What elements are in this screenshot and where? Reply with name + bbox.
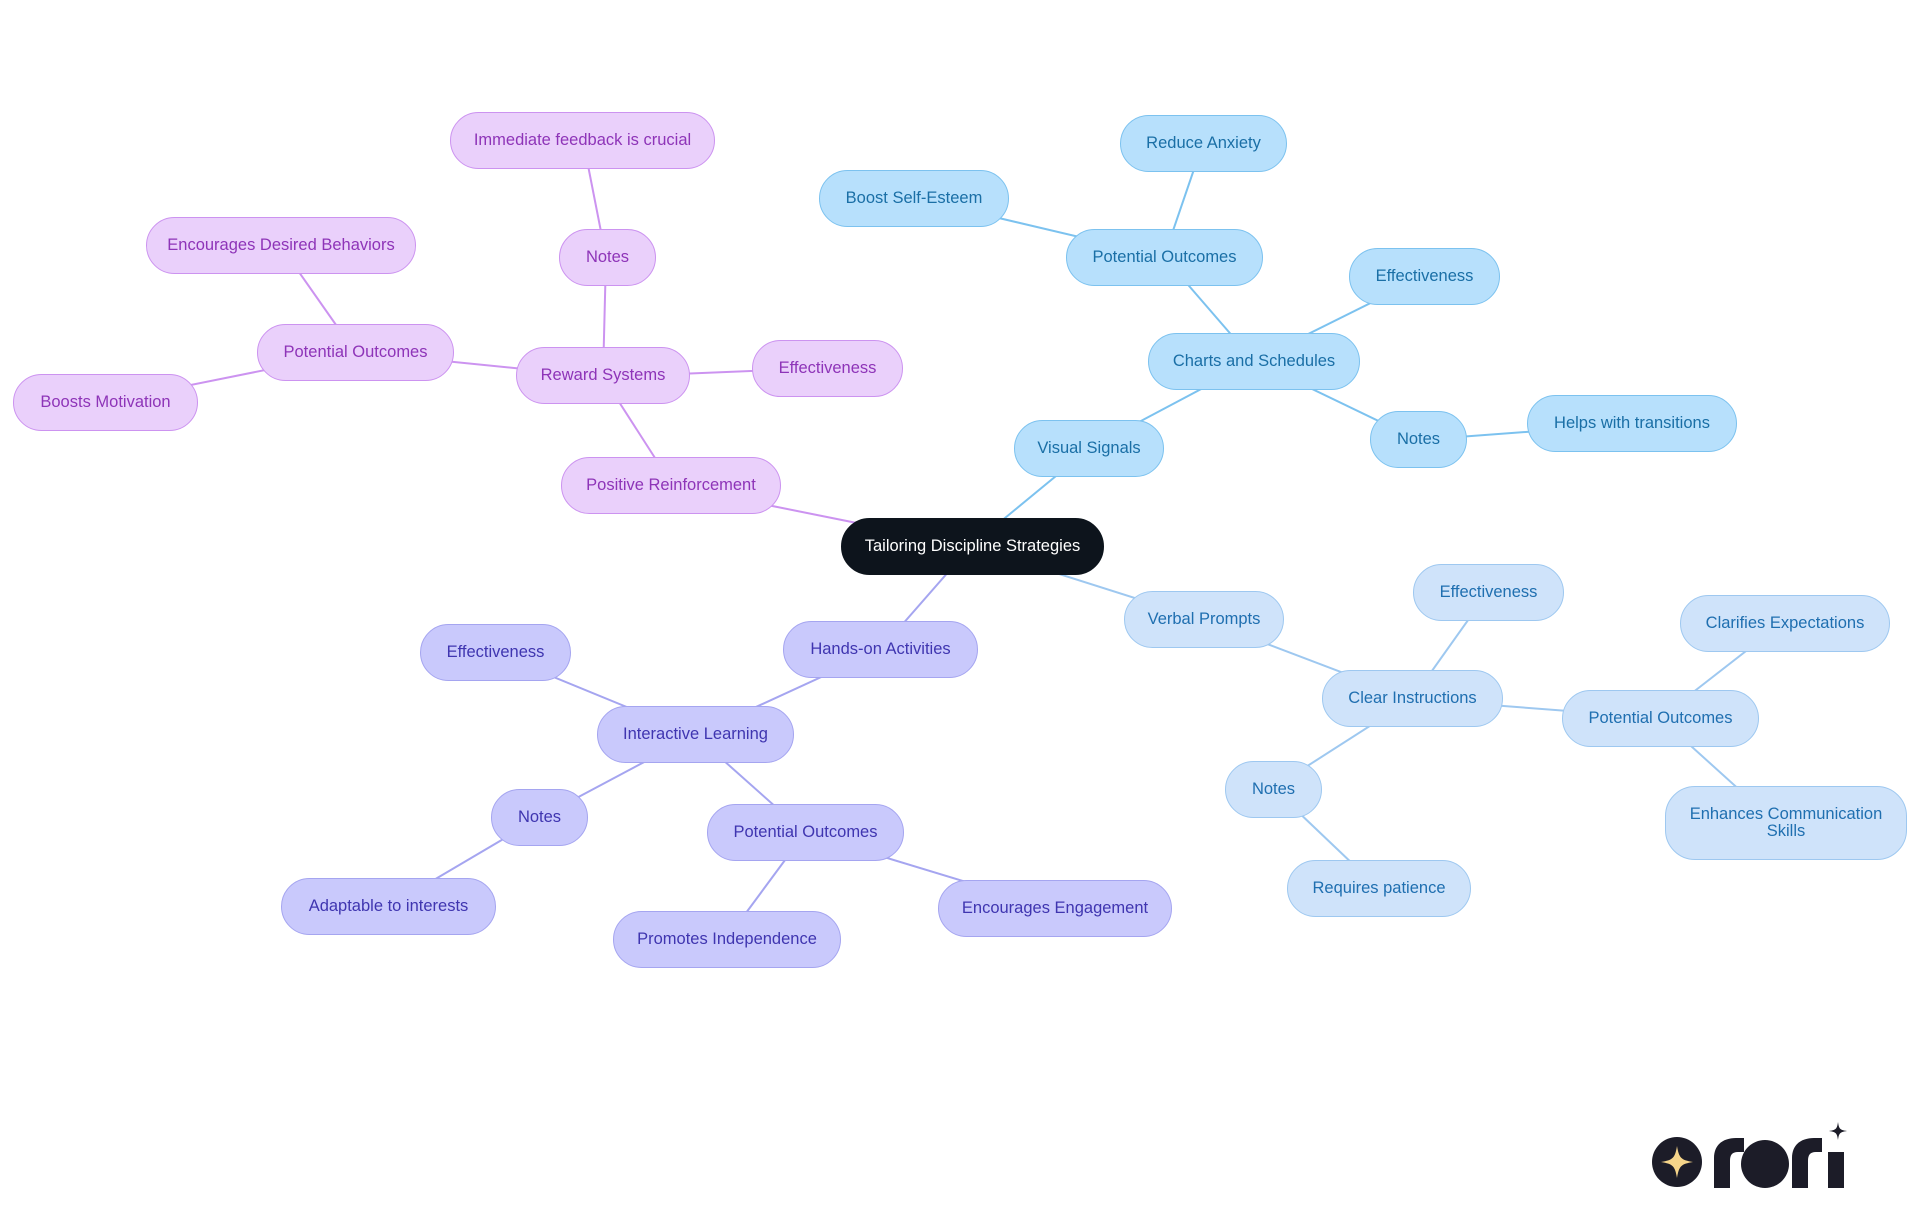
node-clear-notes[interactable]: Notes bbox=[1225, 761, 1322, 818]
node-reduce-anxiety[interactable]: Reduce Anxiety bbox=[1120, 115, 1287, 172]
node-visual-signals[interactable]: Visual Signals bbox=[1014, 420, 1164, 477]
node-positive-reinforcement[interactable]: Positive Reinforcement bbox=[561, 457, 781, 514]
node-reward-effectiveness[interactable]: Effectiveness bbox=[752, 340, 903, 397]
node-charts-potential-outcomes[interactable]: Potential Outcomes bbox=[1066, 229, 1263, 286]
node-requires-patience[interactable]: Requires patience bbox=[1287, 860, 1471, 917]
node-promotes-independence[interactable]: Promotes Independence bbox=[613, 911, 841, 968]
node-boost-self-esteem[interactable]: Boost Self-Esteem bbox=[819, 170, 1009, 227]
node-enhances-communication-skills[interactable]: Enhances Communication Skills bbox=[1665, 786, 1907, 860]
node-adaptable-to-interests[interactable]: Adaptable to interests bbox=[281, 878, 496, 935]
node-verbal-prompts[interactable]: Verbal Prompts bbox=[1124, 591, 1284, 648]
node-hands-on-activities[interactable]: Hands-on Activities bbox=[783, 621, 978, 678]
node-clear-effectiveness[interactable]: Effectiveness bbox=[1413, 564, 1564, 621]
node-charts-effectiveness[interactable]: Effectiveness bbox=[1349, 248, 1500, 305]
node-helps-with-transitions[interactable]: Helps with transitions bbox=[1527, 395, 1737, 452]
node-interactive-effectiveness[interactable]: Effectiveness bbox=[420, 624, 571, 681]
logo-wordmark bbox=[1714, 1122, 1847, 1188]
sparkle-star-icon bbox=[1652, 1137, 1702, 1187]
node-charts-notes[interactable]: Notes bbox=[1370, 411, 1467, 468]
node-boosts-motivation[interactable]: Boosts Motivation bbox=[13, 374, 198, 431]
node-clarifies-expectations[interactable]: Clarifies Expectations bbox=[1680, 595, 1890, 652]
node-interactive-potential-outcomes[interactable]: Potential Outcomes bbox=[707, 804, 904, 861]
node-encourages-desired-behaviors[interactable]: Encourages Desired Behaviors bbox=[146, 217, 416, 274]
node-reward-notes[interactable]: Notes bbox=[559, 229, 656, 286]
node-charts-and-schedules[interactable]: Charts and Schedules bbox=[1148, 333, 1360, 390]
rori-logo: rori bbox=[1652, 1122, 1847, 1188]
node-clear-potential-outcomes[interactable]: Potential Outcomes bbox=[1562, 690, 1759, 747]
node-reward-potential-outcomes[interactable]: Potential Outcomes bbox=[257, 324, 454, 381]
node-immediate-feedback[interactable]: Immediate feedback is crucial bbox=[450, 112, 715, 169]
node-encourages-engagement[interactable]: Encourages Engagement bbox=[938, 880, 1172, 937]
root-node[interactable]: Tailoring Discipline Strategies bbox=[841, 518, 1104, 575]
node-interactive-notes[interactable]: Notes bbox=[491, 789, 588, 846]
node-interactive-learning[interactable]: Interactive Learning bbox=[597, 706, 794, 763]
node-clear-instructions[interactable]: Clear Instructions bbox=[1322, 670, 1503, 727]
node-reward-systems[interactable]: Reward Systems bbox=[516, 347, 690, 404]
